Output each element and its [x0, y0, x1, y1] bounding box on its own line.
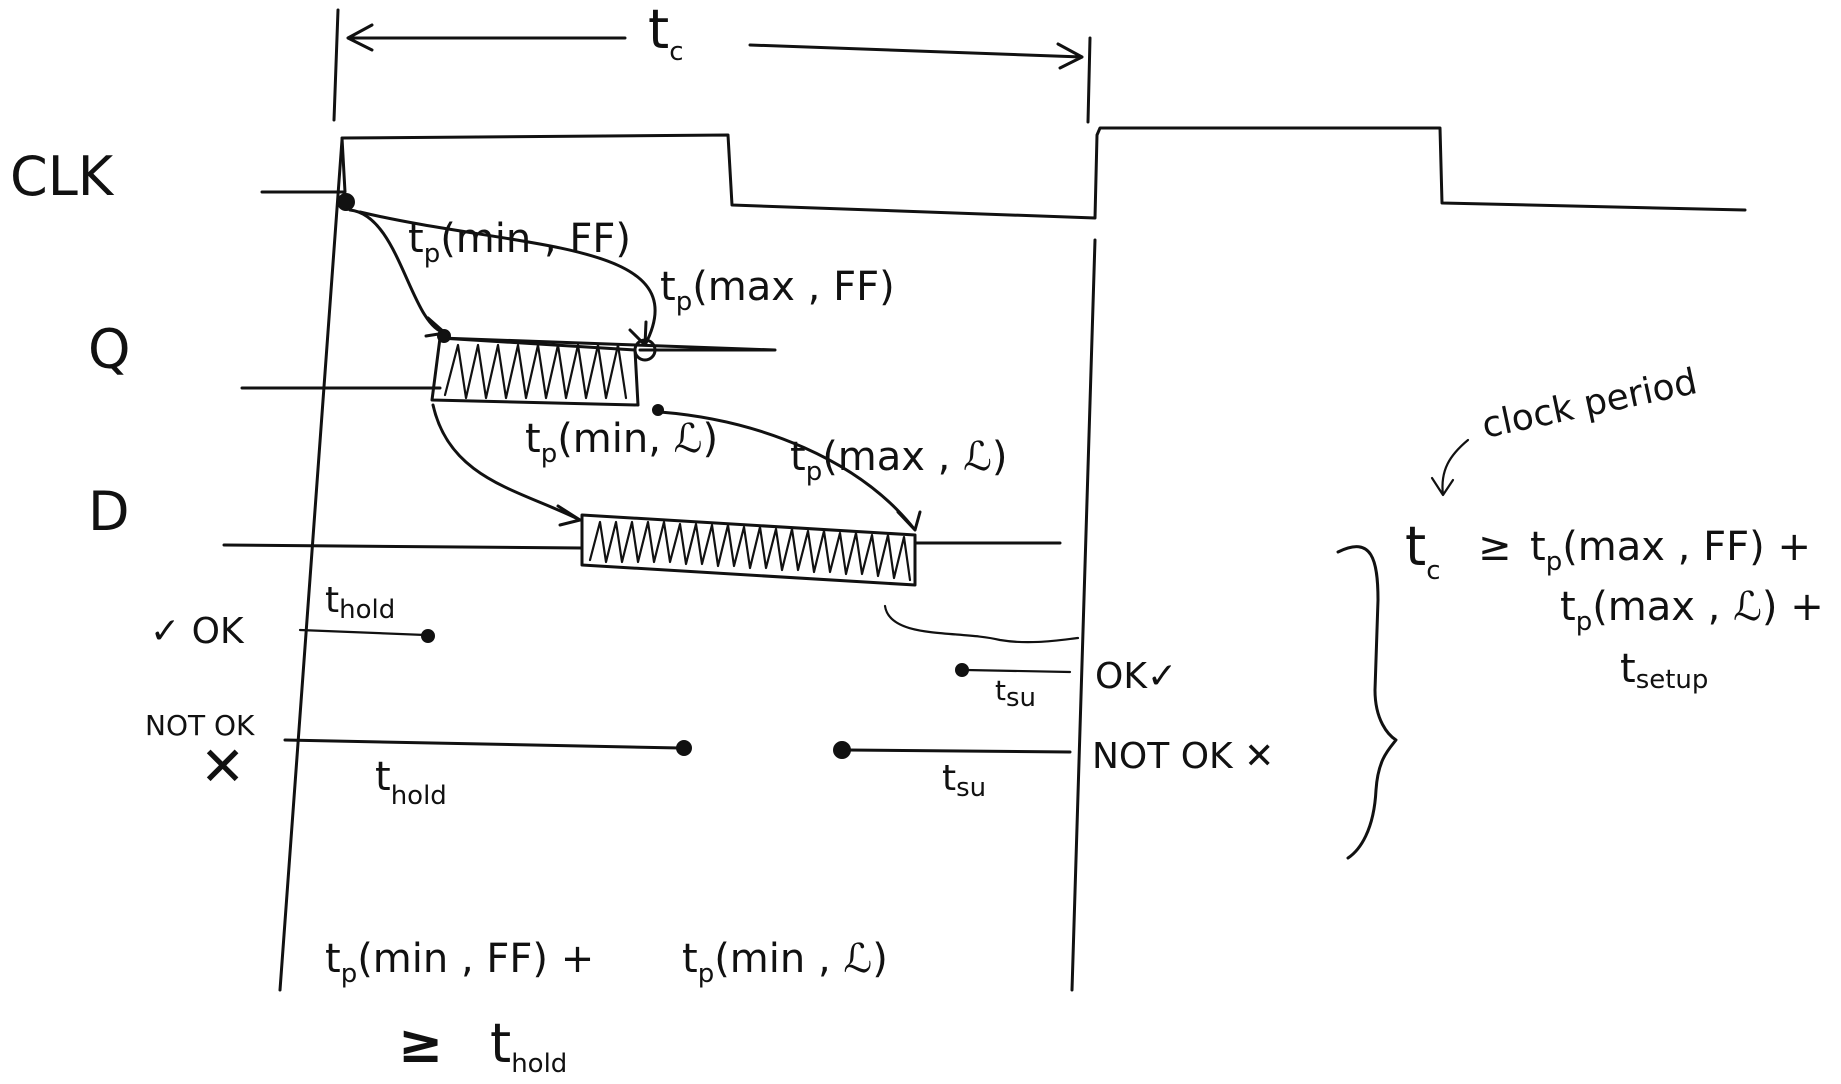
setup-not-ok-interval	[846, 748, 1072, 754]
hold-ok-label: ✓ OK	[150, 611, 245, 652]
hold-not-ok-mark: ✕	[200, 735, 245, 798]
tp-min-ff-arrow	[348, 208, 447, 338]
hold-not-ok-thold: thold	[375, 754, 447, 811]
d-label: D	[88, 480, 130, 543]
tp-max-ff-label: tp(max , FF)	[660, 264, 895, 317]
hold-ok-interval	[298, 628, 427, 637]
hold-constraint-term2: tp(min , ℒ)	[682, 936, 888, 989]
cycle-boundary-left	[278, 138, 344, 992]
setup-constraint-op: ≥	[1478, 524, 1512, 570]
period-start-tick	[332, 8, 340, 122]
d-transition-box	[580, 513, 917, 587]
setup-constraint-lhs: tc	[1405, 515, 1440, 586]
hold-not-ok-label: NOT OK	[145, 709, 255, 742]
clock-period-arrow	[1430, 438, 1470, 497]
hold-constraint-term1: tp(min , FF) +	[325, 936, 594, 989]
tp-max-l-label: tp(max , ℒ)	[790, 434, 1008, 487]
q-transition-box	[430, 336, 640, 407]
period-end-tick	[1086, 36, 1092, 124]
tp-min-l-label: tp(min, ℒ)	[525, 416, 718, 469]
constraint-brace	[1336, 545, 1398, 860]
setup-not-ok-tsu: tsu	[942, 758, 986, 803]
setup-not-ok-label: NOT OK ✕	[1092, 736, 1274, 777]
tp-max-l-arrow	[658, 410, 922, 532]
d-transition-hatch	[588, 520, 912, 582]
tp-min-l-arrow	[431, 403, 582, 527]
setup-margin-brace	[883, 604, 1080, 644]
setup-constraint-term2: tp(max , ℒ) +	[1560, 584, 1824, 637]
clk-waveform	[260, 126, 1747, 220]
setup-ok-tsu: tsu	[995, 674, 1036, 713]
q-first-change-dot	[437, 329, 451, 343]
hold-constraint-op: ≥	[398, 1012, 443, 1075]
hold-ok-dot	[421, 629, 435, 643]
hold-constraint-rhs: thold	[490, 1012, 567, 1079]
period-label: tc	[648, 0, 683, 67]
q-transition-hatch	[443, 343, 628, 400]
q-last-change-dot	[633, 338, 657, 362]
d-waveform	[222, 541, 1062, 550]
period-arrow-left	[346, 23, 627, 52]
setup-ok-interval	[964, 668, 1072, 674]
clk-edge-dot	[337, 193, 355, 211]
setup-constraint-term1: tp(max , FF) +	[1530, 524, 1811, 577]
tp-min-ff-label: tp(min , FF)	[408, 216, 631, 269]
clk-label: CLK	[10, 145, 115, 208]
cycle-boundary-right	[1070, 238, 1097, 992]
clock-period-note: clock period	[1478, 361, 1700, 447]
hold-not-ok-dot	[676, 740, 692, 756]
q-waveform	[240, 336, 777, 390]
hold-ok-thold: thold	[325, 580, 395, 625]
setup-constraint-term3: tsetup	[1620, 646, 1708, 695]
period-arrow-right	[748, 42, 1084, 70]
setup-ok-label: OK✓	[1095, 656, 1177, 697]
q-label: Q	[88, 318, 131, 381]
hold-not-ok-interval	[283, 738, 682, 750]
